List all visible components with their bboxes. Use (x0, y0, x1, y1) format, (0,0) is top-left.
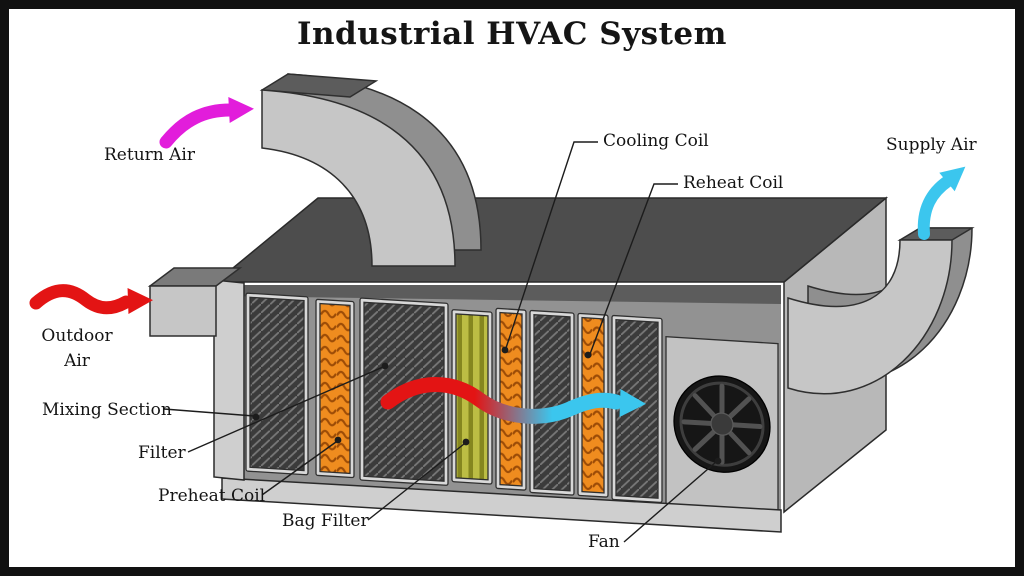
fan (673, 375, 771, 473)
coil-fin-panel-1 (529, 309, 575, 496)
outdoor-air-arrow (29, 284, 153, 315)
leader-bag-filter (367, 443, 465, 521)
return-air-arrow (159, 97, 254, 149)
label-mixing-section: Mixing Section (42, 400, 172, 420)
supply-air-arrow (917, 166, 966, 240)
ahu-left-wall (213, 279, 245, 481)
supply-air-duct (787, 227, 975, 395)
ahu-floor-edge (221, 477, 782, 533)
cooling-coil-panel (495, 307, 527, 491)
label-supply-air: Supply Air (886, 135, 977, 155)
label-fan: Fan (588, 532, 620, 552)
diagram-title: Industrial HVAC System (297, 16, 727, 52)
callout-dot-filter (381, 362, 389, 370)
callout-dot-cooling-coil (501, 346, 509, 354)
leader-cooling-coil (505, 141, 598, 349)
label-outdoor-air: Outdoor Air (41, 326, 113, 371)
coil-fin-panel-2 (611, 314, 663, 504)
callout-dot-bag-filter (462, 438, 470, 446)
ahu-ceiling-edge (222, 285, 781, 304)
outdoor-air-duct (147, 267, 243, 337)
mixed-air-arrow (380, 377, 646, 424)
mixing-section-panel (245, 292, 309, 476)
callout-dot-mixing-section (252, 413, 260, 421)
leader-fan (623, 461, 717, 543)
label-reheat-coil: Reheat Coil (683, 173, 784, 193)
return-air-duct (259, 73, 482, 267)
label-preheat-coil: Preheat Coil (158, 486, 266, 506)
callout-dot-fan (714, 457, 722, 465)
label-return-air: Return Air (104, 145, 195, 165)
leader-filter (187, 366, 384, 453)
leader-preheat-coil (261, 441, 337, 496)
leader-reheat-coil (589, 183, 678, 355)
leader-mixing-section (163, 408, 255, 417)
label-filter: Filter (138, 443, 186, 463)
callout-dot-preheat-coil (334, 436, 342, 444)
callout-dot-reheat-coil (584, 351, 592, 359)
label-bag-filter: Bag Filter (282, 511, 369, 531)
label-cooling-coil: Cooling Coil (603, 131, 709, 151)
